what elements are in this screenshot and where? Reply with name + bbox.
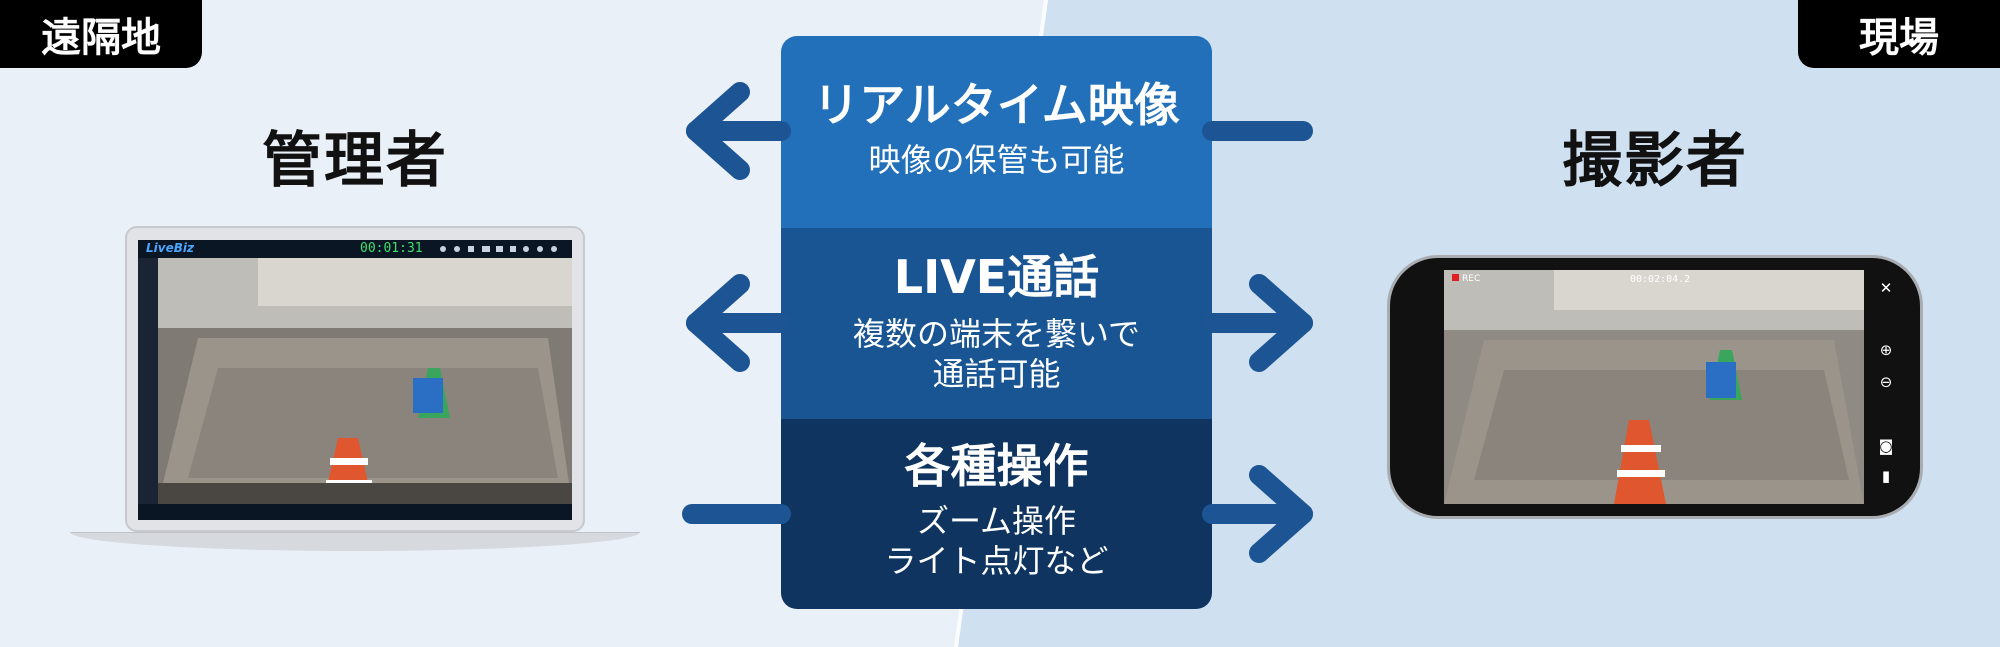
feature-panel-realtime-video: リアルタイム映像 映像の保管も可能 bbox=[781, 36, 1212, 228]
feature-title: LIVE通話 bbox=[893, 250, 1100, 304]
site-location-tag: 現場 bbox=[1798, 0, 2000, 68]
laptop-screen: LiveBiz 00:01:31 bbox=[138, 240, 572, 520]
zoom-out-icon[interactable]: ⊖ bbox=[1879, 373, 1893, 391]
close-icon[interactable]: ✕ bbox=[1879, 279, 1893, 297]
construction-site-video bbox=[158, 258, 572, 504]
recording-timer: 00:02:04.2 bbox=[1630, 274, 1691, 285]
feature-description-line: 複数の端末を繋いで bbox=[852, 315, 1141, 353]
flashlight-icon[interactable]: ▮ bbox=[1881, 467, 1891, 485]
app-sidebar bbox=[138, 258, 158, 504]
toolbar-icons bbox=[440, 246, 557, 252]
manager-label: 管理者 bbox=[262, 126, 448, 196]
feature-description: ズーム操作 ライト点灯など bbox=[781, 501, 1212, 581]
feature-title: 各種操作 bbox=[904, 439, 1089, 493]
feature-title: リアルタイム映像 bbox=[813, 78, 1180, 132]
feature-description-line: ライト点灯など bbox=[884, 542, 1109, 580]
call-timer: 00:01:31 bbox=[360, 241, 423, 256]
recording-indicator: REC bbox=[1452, 274, 1480, 284]
laptop-device: LiveBiz 00:01:31 bbox=[70, 226, 640, 556]
feature-description-line: ズーム操作 bbox=[916, 502, 1077, 540]
feature-description-line: 通話可能 bbox=[932, 355, 1061, 393]
feature-description: 複数の端末を繋いで 通話可能 bbox=[781, 314, 1212, 394]
zoom-in-icon[interactable]: ⊕ bbox=[1879, 341, 1893, 359]
feature-panel-live-call: LIVE通話 複数の端末を繋いで 通話可能 bbox=[781, 228, 1212, 419]
app-toolbar: LiveBiz 00:01:31 bbox=[138, 240, 572, 258]
laptop-base bbox=[70, 532, 640, 551]
photographer-label: 撮影者 bbox=[1562, 126, 1748, 196]
construction-site-video bbox=[1444, 270, 1864, 504]
phone-screen: REC 00:02:04.2 bbox=[1444, 270, 1864, 504]
smartphone-device: REC 00:02:04.2 ✕ ⊕ ⊖ ◙ ▮ bbox=[1390, 258, 1920, 516]
app-logo: LiveBiz bbox=[146, 241, 194, 255]
remote-location-tag: 遠隔地 bbox=[0, 0, 202, 68]
camera-icon[interactable]: ◙ bbox=[1878, 437, 1894, 455]
feature-panel-operations: 各種操作 ズーム操作 ライト点灯など bbox=[781, 419, 1212, 609]
feature-description: 映像の保管も可能 bbox=[868, 141, 1125, 179]
app-statusbar bbox=[138, 504, 572, 520]
